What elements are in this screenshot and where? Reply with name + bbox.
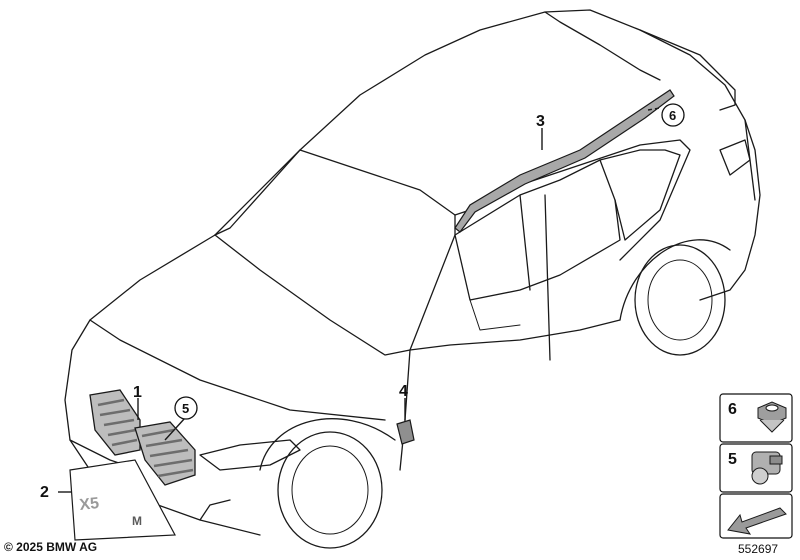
callout-3: 3	[536, 113, 545, 130]
roof-rail	[454, 89, 675, 233]
svg-text:6: 6	[669, 108, 676, 123]
svg-text:2: 2	[40, 484, 49, 501]
kidney-grille-left	[89, 389, 141, 456]
leader-lines	[58, 107, 661, 493]
copyright-text: © 2025 BMW AG	[4, 540, 98, 554]
svg-text:1: 1	[133, 384, 142, 401]
callout-5-circle: 5	[174, 396, 198, 420]
callout-1: 1	[133, 384, 142, 401]
callout-4: 4	[399, 383, 408, 400]
svg-text:4: 4	[399, 383, 408, 400]
callout-6-circle: 6	[661, 103, 685, 127]
clip-nut-icon	[757, 401, 787, 433]
part-box-6-label: 6	[728, 401, 737, 418]
camera-sensor-icon	[751, 451, 783, 485]
callout-2: 2	[40, 484, 49, 501]
kidney-grille-right	[134, 421, 196, 486]
emblem-panel: X5 M	[69, 459, 176, 541]
svg-text:3: 3	[536, 113, 545, 130]
emblem-m-text: M	[132, 514, 142, 528]
parts-panel: 6 5	[719, 393, 793, 539]
arrow-icon	[727, 507, 787, 535]
emblem-model-text: X5	[79, 495, 100, 514]
diagram-number: 552697	[738, 542, 779, 556]
side-gill-trim	[396, 419, 415, 445]
svg-text:5: 5	[182, 401, 189, 416]
part-box-5-label: 5	[728, 451, 737, 468]
